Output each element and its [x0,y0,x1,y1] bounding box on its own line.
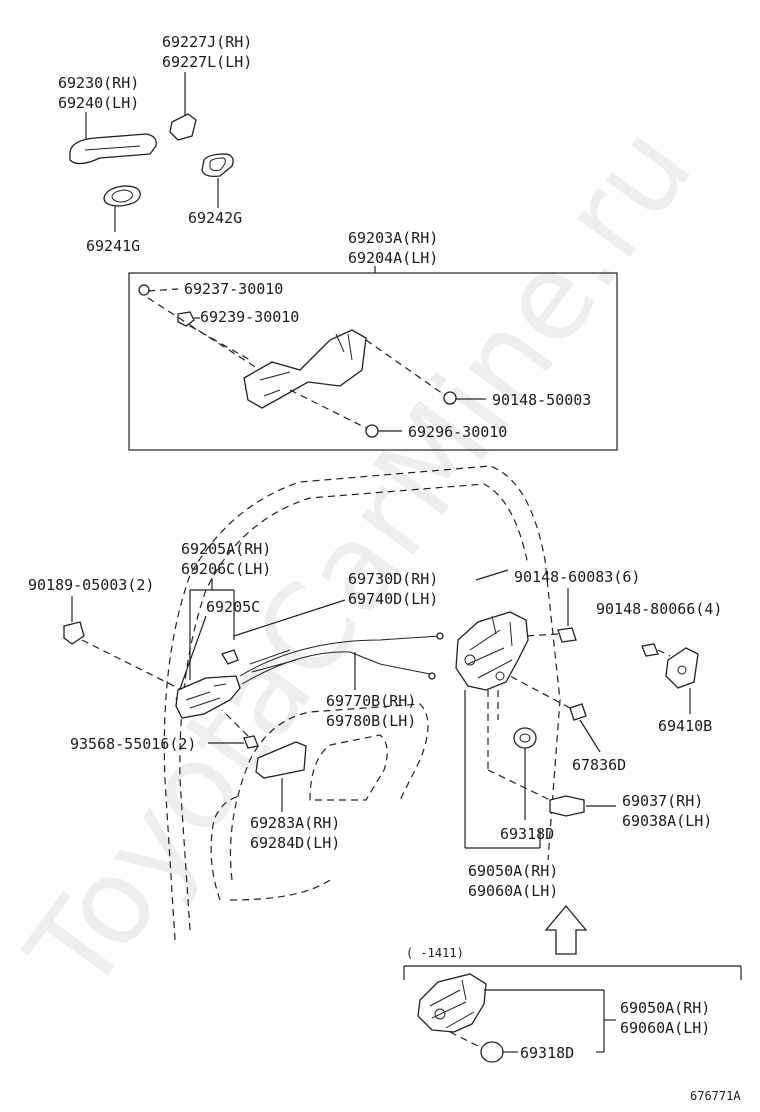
inside-handle-detail [185,683,227,709]
door-lock-inset-detail [429,979,475,1029]
cushion-69318d-inset-part [480,1041,504,1063]
cable-ends [249,649,297,673]
label-90189: 90189-05003(2) [28,576,154,594]
label-69060a-inset: 69060A(LH) [620,1019,710,1037]
label-69227j: 69227J(RH) [162,33,252,51]
door-cutout-lower [210,795,331,901]
dashed-90189 [81,639,183,691]
grommet-67836d-part [569,703,587,721]
label-69237: 69237-30010 [184,280,283,298]
cable-69730d-part [239,635,441,677]
label-69050a-inset: 69050A(RH) [620,999,710,1017]
screw-90148-50003-part [443,391,457,405]
door-lock-hole-b [495,671,505,681]
clip-69239-part [177,311,195,327]
cable-69770b-part [241,651,431,685]
leader-69730d-right [475,569,509,581]
dashed-inset [449,1031,487,1051]
screw-69296-part [365,424,379,438]
door-lock-inset-hole [434,1008,446,1020]
dashed-lock-down-b [487,769,551,801]
handle-frame-part [243,329,367,409]
retainer-69205c-part [221,649,239,665]
striker-69410b-part [665,647,699,689]
clip-90189-part [63,621,85,645]
dashed-frame-d [289,389,367,429]
label-69206c: 69206C(LH) [181,560,271,578]
cushion-69318d-hole [519,733,531,743]
label-93568: 93568-55016(2) [70,735,196,753]
cable-end-a [436,632,444,640]
label-69230: 69230(RH) [58,74,139,92]
handle-frame-assembly-box [128,272,618,451]
label-69205c: 69205C [206,598,260,616]
screw-90148-80066-part [641,643,659,657]
handle-pad-front-part [201,153,234,178]
label-69242g: 69242G [188,209,242,227]
door-lock-hole-a [464,654,476,666]
label-69038a: 69038A(LH) [622,812,712,830]
label-90148-80066: 90148-80066(4) [596,600,722,618]
label-69240: 69240(LH) [58,94,139,112]
screw-90148-60083-part [557,627,577,643]
cushion-69318d-part [513,727,537,749]
label-90148-60083: 90148-60083(6) [514,568,640,586]
label-69283a: 69283A(RH) [250,814,340,832]
connector-69037-part [549,795,585,817]
label-69410b: 69410B [658,717,712,735]
outside-handle-detail [84,145,141,151]
diagram-id: 676771A [690,1089,741,1103]
leader-69205c-b [175,615,207,701]
handle-frame-detail [259,333,353,397]
dashed-67836d [509,675,571,709]
label-69770b: 69770B(RH) [326,692,416,710]
bezel-69283a-part [255,741,307,779]
label-69730d: 69730D(RH) [348,570,438,588]
label-range: ( -1411) [406,946,464,960]
door-lock-inset-part [417,973,487,1033]
cable-end-b [428,672,436,680]
handle-pad-front-inner [209,157,226,171]
label-69740d: 69740D(LH) [348,590,438,608]
door-outline-outer [163,465,561,941]
label-69780b: 69780B(LH) [326,712,416,730]
leader-67836d [579,719,601,753]
label-69239: 69239-30010 [200,308,299,326]
label-69318d-inset: 69318D [520,1044,574,1062]
label-69296: 69296-30010 [408,423,507,441]
screw-93568-part [243,735,259,749]
label-69241g: 69241G [86,237,140,255]
bolt-69237-part [138,284,150,296]
leader-69730d [233,599,346,637]
handle-cap-part [169,113,197,141]
label-69037: 69037(RH) [622,792,703,810]
striker-hole [677,665,687,675]
label-69205a: 69205A(RH) [181,540,271,558]
label-90148-50003: 90148-50003 [492,391,591,409]
outside-handle-part [69,133,157,165]
handle-pad-rear-inner [111,189,133,203]
dashed-90148-60083 [525,633,559,637]
dashed-frame-c [365,339,447,397]
label-67836d: 67836D [572,756,626,774]
label-69203a: 69203A(RH) [348,229,438,247]
arrow-up-icon [544,904,588,955]
door-cutout-upper [229,703,429,881]
label-69050a: 69050A(RH) [468,862,558,880]
dashed-69237 [147,288,179,292]
dashed-93568 [221,709,249,737]
dashed-90148-80066 [657,649,671,657]
door-lock-detail [467,615,513,679]
door-cutout-small [309,734,388,801]
label-69060a: 69060A(LH) [468,882,558,900]
label-69284d: 69284D(LH) [250,834,340,852]
handle-pad-rear-part [103,185,141,207]
label-69227l: 69227L(LH) [162,53,252,71]
label-69204a: 69204A(LH) [348,249,438,267]
door-lock-part [455,611,529,691]
label-69318d: 69318D [500,825,554,843]
